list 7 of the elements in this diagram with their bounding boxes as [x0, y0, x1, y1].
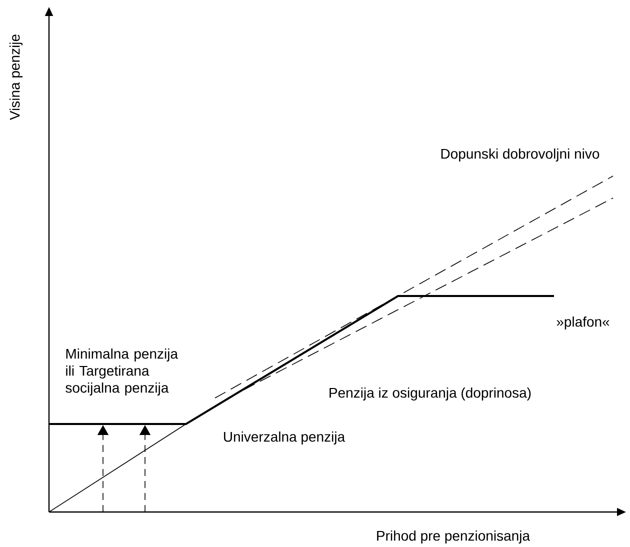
axis-label: Prihod pre penzionisanja: [377, 530, 530, 544]
curve-label: Dopunski dobrovoljni nivo: [441, 148, 600, 162]
curve-label: Univerzalna penzija: [224, 431, 346, 445]
curve-label: Minimalna penzija ili Targetirana socijalna penzija: [66, 348, 178, 396]
curve-label: Penzija iz osiguranja (doprinosa): [330, 387, 531, 401]
axis-label: Visina penzije: [9, 34, 23, 120]
curve-label: »plafon«: [556, 316, 610, 330]
